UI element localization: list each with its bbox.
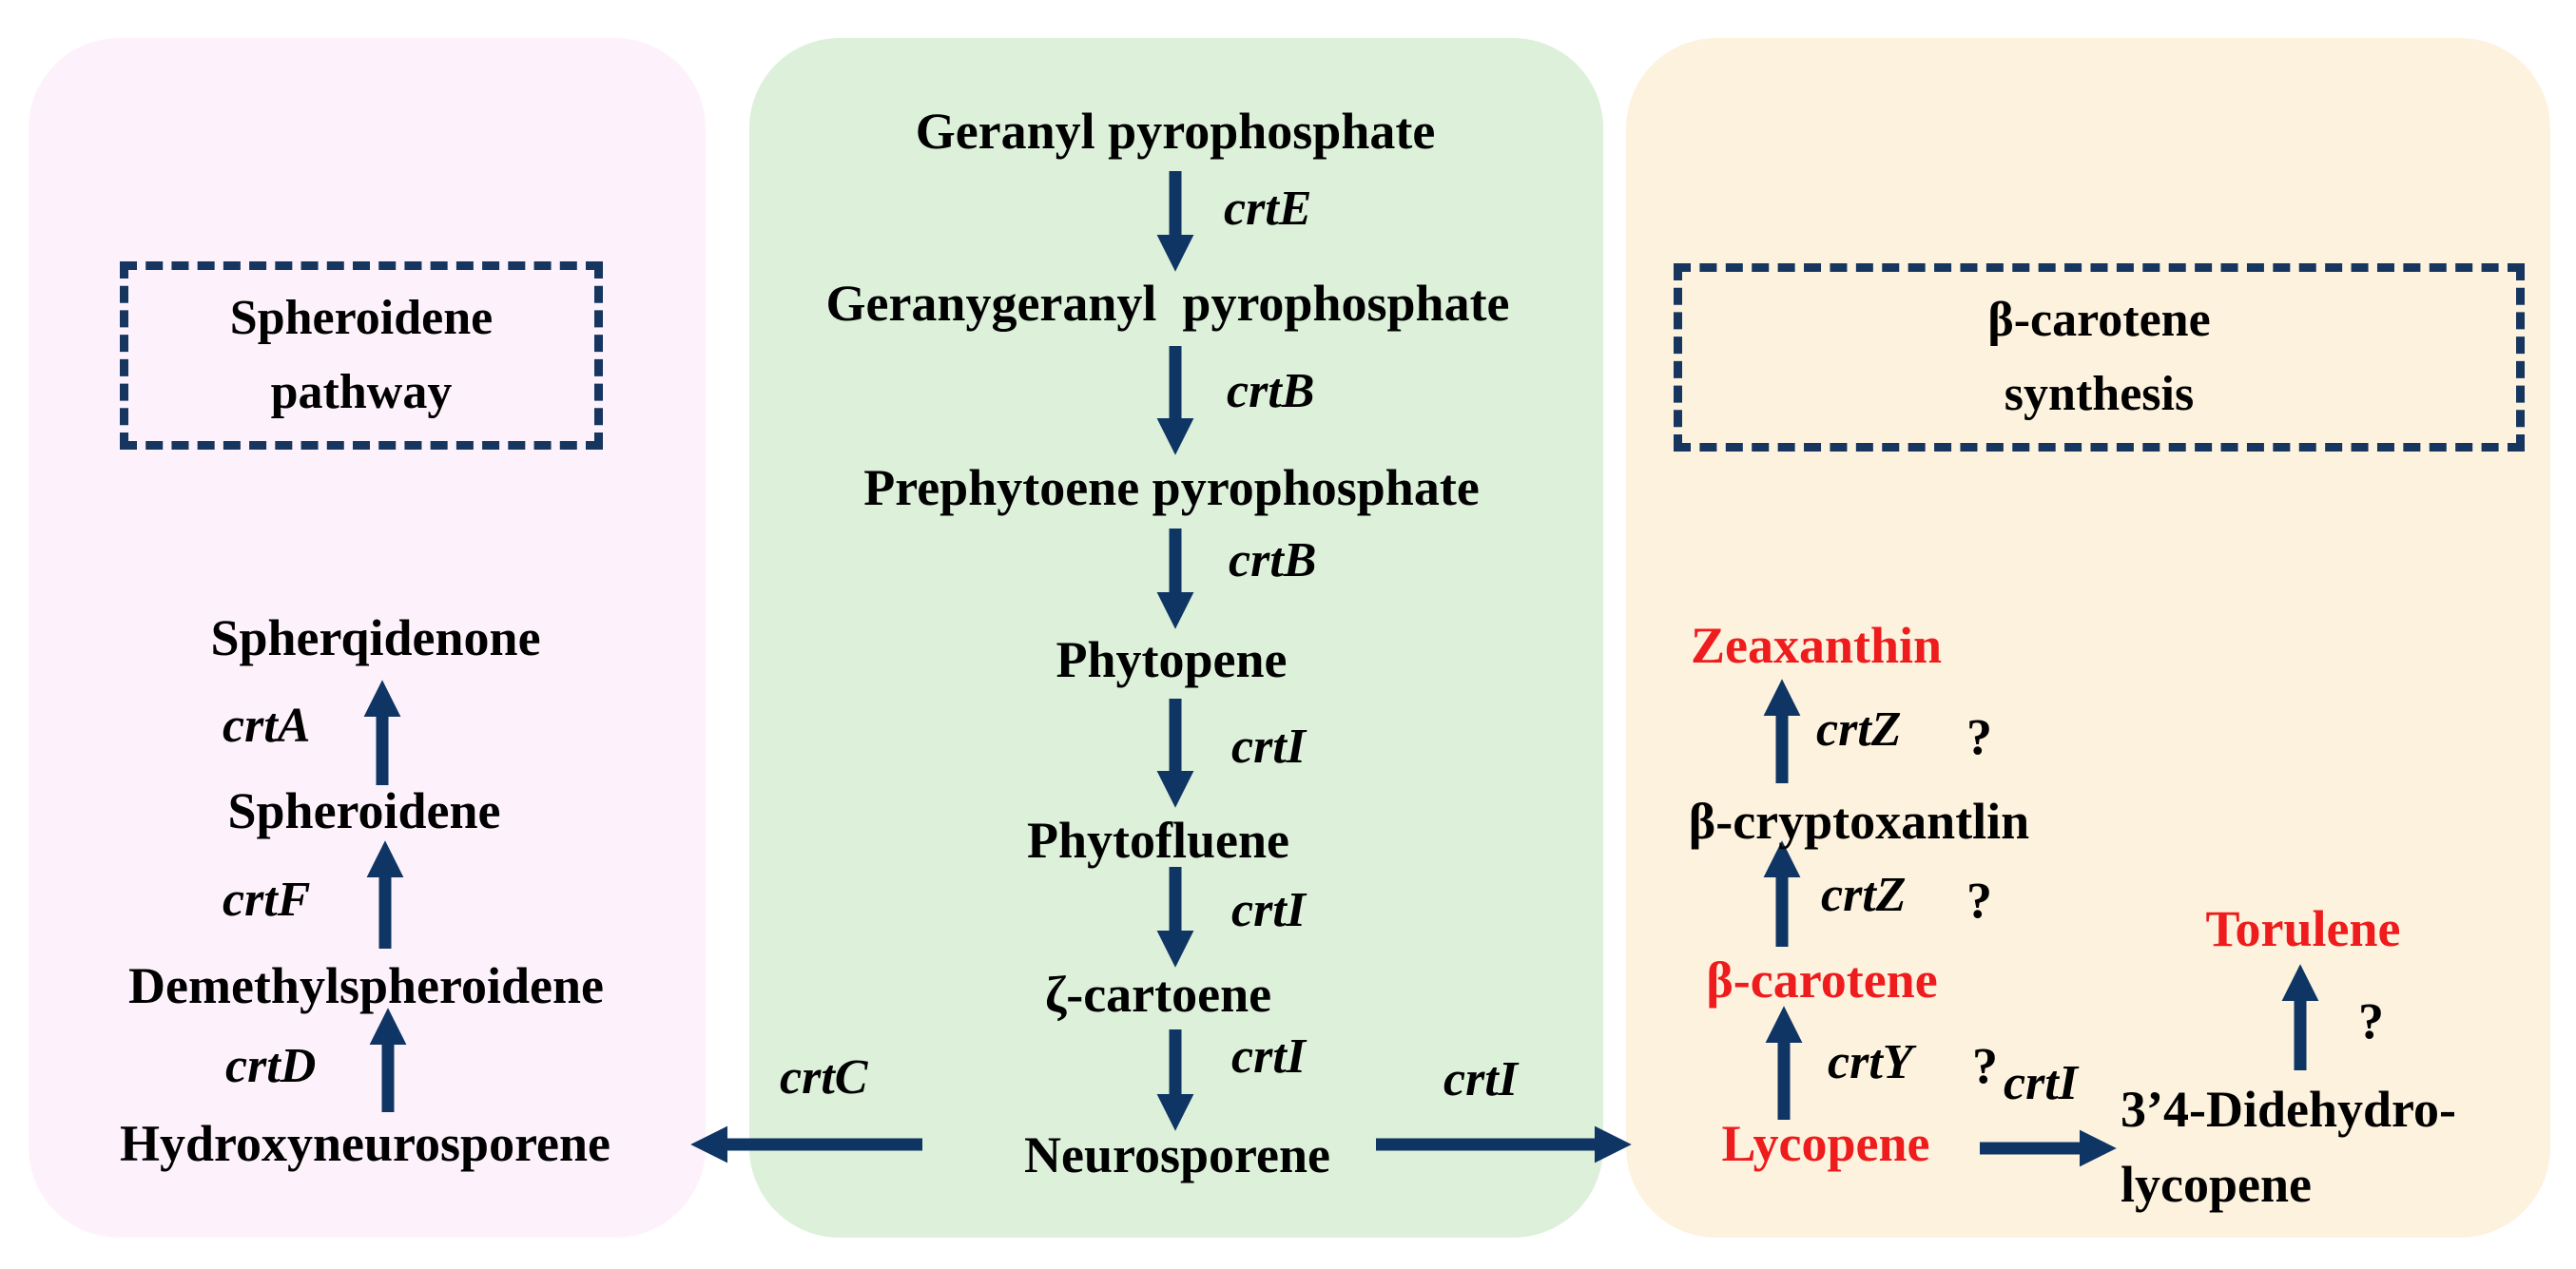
compound-neurosporene: Neurosporene bbox=[1024, 1126, 1330, 1183]
enzyme-crtE: crtE bbox=[1224, 182, 1312, 236]
bcarotene-box-line2: synthesis bbox=[2004, 367, 2195, 421]
compound-lycopene: Lycopene bbox=[1721, 1115, 1930, 1172]
compound-torulene: Torulene bbox=[2205, 900, 2401, 957]
compound-geranylgeranyl-pyrophosphate: Geranygeranyl pyrophosphate bbox=[825, 275, 1510, 332]
compound-prephytoene-pyrophosphate: Prephytoene pyrophosphate bbox=[863, 459, 1480, 516]
enzyme-crtI-branch: crtI bbox=[1443, 1052, 1518, 1106]
compound-spherqidenone: Spherqidenone bbox=[210, 609, 541, 666]
compound-spheroidene: Spheroidene bbox=[227, 782, 501, 839]
compound-phytofluene: Phytofluene bbox=[1027, 812, 1289, 869]
compound-demethylspheroidene: Demethylspheroidene bbox=[128, 957, 604, 1014]
enzyme-crtB-2: crtB bbox=[1229, 533, 1317, 587]
enzyme-crtZ-2: crtZ bbox=[1821, 868, 1907, 922]
compound-hydroxyneurosporene: Hydroxyneurosporene bbox=[119, 1115, 611, 1172]
enzyme-crtA: crtA bbox=[223, 699, 311, 753]
compound-beta-carotene: β-carotene bbox=[1706, 952, 1938, 1009]
enzyme-crtI-1: crtI bbox=[1231, 720, 1306, 774]
enzyme-crtY: crtY bbox=[1828, 1035, 1913, 1089]
enzyme-crtI-2: crtI bbox=[1231, 883, 1306, 937]
spheroidene-box-line1: Spheroidene bbox=[229, 291, 494, 345]
bcarotene-box-line1: β-carotene bbox=[1987, 293, 2211, 347]
compound-geranyl-pyrophosphate: Geranyl pyrophosphate bbox=[915, 103, 1436, 160]
unknown-step-marker-torulene: ? bbox=[2358, 992, 2384, 1049]
enzyme-crtZ-1: crtZ bbox=[1816, 702, 1902, 757]
compound-zeta-carotene: ζ-cartoene bbox=[1044, 966, 1272, 1023]
compound-didehydrolycopene-line2: lycopene bbox=[2121, 1156, 2312, 1213]
spheroidene-pathway-box: Spheroidene pathway bbox=[120, 261, 603, 450]
enzyme-crtB-1: crtB bbox=[1227, 364, 1315, 418]
enzyme-crtI-3: crtI bbox=[1231, 1029, 1306, 1084]
unknown-step-marker-zeaxanthin: ? bbox=[1966, 708, 1992, 765]
spheroidene-panel bbox=[29, 38, 706, 1238]
unknown-step-marker-cryptoxanthin: ? bbox=[1966, 872, 1992, 929]
enzyme-crtC: crtC bbox=[780, 1050, 868, 1105]
enzyme-crtF: crtF bbox=[223, 873, 311, 927]
compound-didehydrolycopene-line1: 3’4-Didehydro- bbox=[2121, 1081, 2457, 1138]
beta-carotene-synthesis-box: β-carotene synthesis bbox=[1674, 263, 2525, 452]
unknown-step-marker-carotene: ? bbox=[1972, 1037, 1998, 1094]
spheroidene-box-line2: pathway bbox=[270, 365, 453, 419]
compound-phytopene: Phytopene bbox=[1056, 631, 1288, 688]
compound-beta-cryptoxanthin: β-cryptoxantlin bbox=[1688, 793, 2030, 850]
enzyme-crtI-right: crtI bbox=[2004, 1056, 2078, 1110]
enzyme-crtD: crtD bbox=[225, 1039, 317, 1093]
compound-zeaxanthin: Zeaxanthin bbox=[1690, 617, 1943, 674]
